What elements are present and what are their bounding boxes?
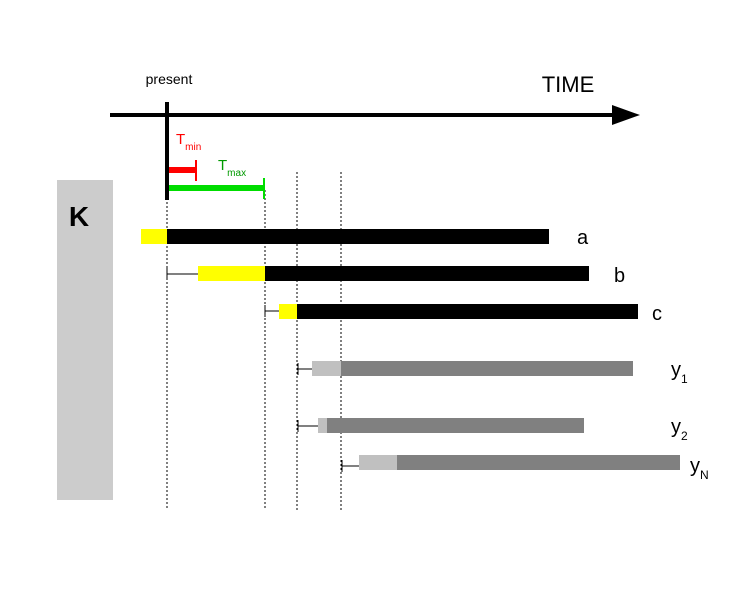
task-b-label: b [614, 265, 625, 287]
tmax-label-main: T [218, 157, 227, 174]
task-y1-label: y1 [671, 359, 688, 386]
task-y2-light [318, 418, 327, 433]
task-b-yellow [198, 266, 265, 281]
task-y2-label-main: y [671, 416, 681, 438]
present-label: present [146, 71, 193, 87]
time-label: TIME [542, 72, 595, 97]
task-c-label: c [652, 303, 662, 325]
k-panel [57, 180, 113, 500]
task-c-label-main: c [652, 303, 662, 325]
task-a-label-main: a [577, 227, 589, 249]
task-a-yellow [141, 229, 167, 244]
task-y1-light [312, 361, 341, 376]
k-label: K [69, 201, 89, 232]
task-yN-label-sub: N [700, 468, 709, 482]
task-y1-label-sub: 1 [681, 372, 688, 386]
task-yN-light [359, 455, 397, 470]
task-y2-bar [327, 418, 584, 433]
tmax-label: Tmax [218, 157, 246, 179]
task-y1-label-main: y [671, 359, 681, 381]
task-b-bar [265, 266, 589, 281]
task-yN-bar [397, 455, 680, 470]
task-y2-label: y2 [671, 416, 688, 443]
task-b-label-main: b [614, 265, 625, 287]
tmin-label: Tmin [176, 131, 201, 153]
tmin-label-main: T [176, 131, 185, 148]
task-yN-label-main: y [690, 455, 700, 477]
task-y1-bar [341, 361, 633, 376]
task-a-bar [167, 229, 549, 244]
task-y2-label-sub: 2 [681, 429, 688, 443]
task-c-bar [297, 304, 638, 319]
task-a-label: a [577, 227, 589, 249]
task-c-yellow [279, 304, 297, 319]
time-axis-arrowhead [612, 105, 640, 125]
task-yN-label: yN [690, 455, 709, 482]
tmax-label-sub: max [227, 168, 246, 179]
tmin-label-sub: min [185, 142, 201, 153]
